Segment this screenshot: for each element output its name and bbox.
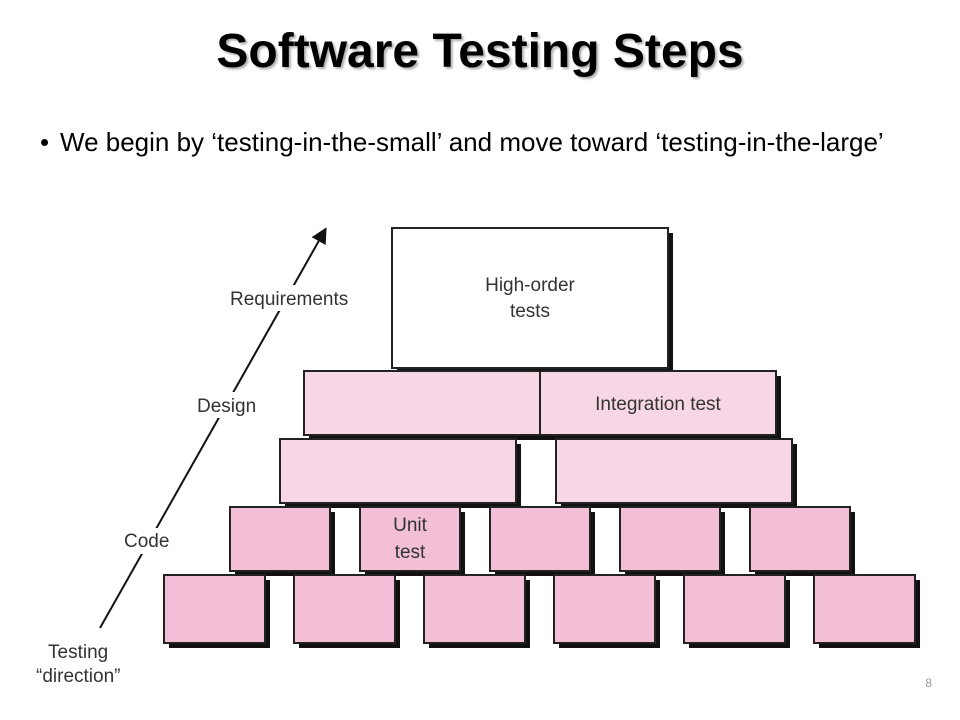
axis-label-code: Code: [124, 531, 169, 552]
axis-label-design-group: Design: [193, 392, 263, 418]
axis-label-design: Design: [197, 396, 256, 417]
page-number: 8: [925, 676, 932, 690]
axis-label-requirements: Requirements: [230, 289, 348, 310]
high-order-tests-label-1: High-order: [485, 275, 575, 296]
high-order-tests-label-2: tests: [510, 301, 550, 322]
slide-title: Software Testing Steps: [216, 25, 744, 78]
unit-test-label-1: Unit: [393, 515, 428, 536]
integration-row-2: [279, 438, 797, 508]
bullet-marker: •: [40, 127, 50, 157]
bullet-text: We begin by ‘testing-in-the-small’ and m…: [60, 127, 884, 157]
integration-row-1: Integration test: [303, 370, 781, 440]
unit-row-2: [163, 574, 920, 648]
testing-pyramid-diagram: Requirements Design Code Testing “direct…: [30, 227, 920, 690]
axis-label-code-group: Code: [120, 528, 180, 554]
axis-label-direction: “direction”: [36, 666, 120, 687]
integration-test-label: Integration test: [595, 394, 721, 415]
axis-label-testing-direction-group: Testing “direction”: [30, 632, 140, 690]
axis-label-requirements-group: Requirements: [226, 285, 354, 311]
high-order-tests-block: High-order tests: [391, 227, 673, 373]
unit-row-1: Unit test: [229, 506, 855, 576]
axis-label-testing: Testing: [48, 642, 108, 663]
unit-test-label-2: test: [395, 542, 426, 563]
